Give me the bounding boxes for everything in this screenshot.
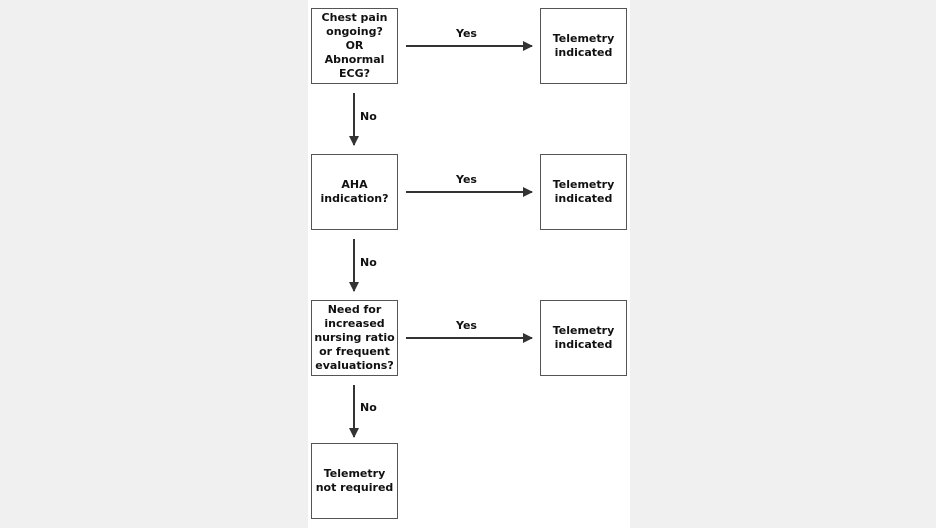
outcome-telemetry-1-text: Telemetry indicated [552,32,615,59]
decision-nursing-text: Need for increased nursing ratio or freq… [314,303,395,372]
decision-aha-node: AHA indication? [311,154,398,230]
outcome-telemetry-2-text: Telemetry indicated [552,178,615,205]
outcome-not-required-text: Telemetry not required [315,467,394,494]
outcome-telemetry-3-text: Telemetry indicated [552,324,615,351]
decision-chest-pain-text: Chest pain ongoing? OR Abnormal ECG? [321,11,388,80]
decision-nursing-node: Need for increased nursing ratio or freq… [311,300,398,376]
edge-label-no-3: No [360,401,377,414]
decision-chest-pain-node: Chest pain ongoing? OR Abnormal ECG? [311,8,398,84]
edge-label-no-1: No [360,110,377,123]
outcome-not-required-node: Telemetry not required [311,443,398,519]
outcome-telemetry-1-node: Telemetry indicated [540,8,627,84]
edge-label-no-2: No [360,256,377,269]
edge-label-yes-1: Yes [456,27,477,40]
diagram-panel [308,0,630,528]
outcome-telemetry-3-node: Telemetry indicated [540,300,627,376]
edge-label-yes-2: Yes [456,173,477,186]
outcome-telemetry-2-node: Telemetry indicated [540,154,627,230]
decision-aha-text: AHA indication? [320,178,389,205]
edge-label-yes-3: Yes [456,319,477,332]
